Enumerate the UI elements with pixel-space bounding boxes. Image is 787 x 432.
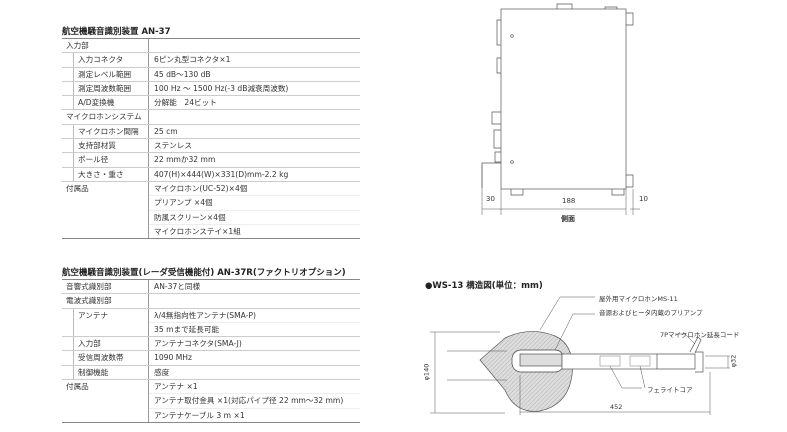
row-value: プリアンプ ×4個 xyxy=(149,195,360,209)
row-values: 407(H)×444(W)×331(D)mm-2.2 kg xyxy=(149,168,360,181)
table-row: 入力コネクタ 6ピン丸型コネクタ×1 xyxy=(62,52,360,67)
row-value: 6ピン丸型コネクタ×1 xyxy=(154,55,231,65)
side-dim-left: 30 xyxy=(486,195,495,203)
row-label: 測定レベル範囲 xyxy=(73,67,149,81)
table-row: 入力部アンテナコネクタ(SMA-J) xyxy=(62,336,360,351)
row-label: 制御機能 xyxy=(73,365,149,380)
row-values: 分解能 24ビット xyxy=(149,96,360,109)
row-label: 電波式識別部 xyxy=(62,294,149,308)
row-value: ステンレス xyxy=(154,141,192,151)
side-dim-right: 10 xyxy=(639,195,648,203)
row-value: 分解能 24ビット xyxy=(154,98,217,108)
table-row: 入力部​ xyxy=(62,39,360,53)
table-row: 電波式識別部​ xyxy=(62,293,360,308)
row-value: 1090 MHz xyxy=(154,353,192,363)
row-label: 入力部 xyxy=(62,39,149,53)
ws13-title: ●WS-13 構造図(単位：mm) xyxy=(425,281,543,291)
table-row: A/D変換機分解能 24ビット xyxy=(62,95,360,110)
row-label: 付属品 xyxy=(62,181,149,239)
row-label: マイクロホンシステム xyxy=(62,110,149,124)
row-values: 100 Hz ～ 1500 Hz(-3 dB減衰周波数) xyxy=(149,82,360,95)
table-row: 測定周波数範囲 100 Hz ～ 1500 Hz(-3 dB減衰周波数) xyxy=(62,80,360,96)
row-values: 1090 MHz xyxy=(149,351,360,364)
side-view-caption: 側面 xyxy=(561,215,575,223)
row-label: 大きさ・重さ xyxy=(73,167,149,181)
table-row: 音響式識別部 AN-37と同様 xyxy=(62,280,360,294)
row-values: AN-37と同様 xyxy=(149,280,360,293)
row-value: 22 mmか32 mm xyxy=(154,155,216,165)
spec-table-an37: 入力部​入力コネクタ 6ピン丸型コネクタ×1 測定レベル範囲 45 dB～130 dB… xyxy=(62,38,360,240)
row-values: λ/4無指向性アンテナ(SMA-P)35 mまで延長可能 xyxy=(149,309,360,337)
row-value: 25 cm xyxy=(154,126,178,136)
row-values: ステンレス xyxy=(149,139,360,152)
row-values: 感度 xyxy=(149,366,360,379)
row-value: 35 mまで延長可能 xyxy=(149,321,360,336)
row-value: 407(H)×444(W)×331(D)mm-2.2 kg xyxy=(154,169,289,179)
row-value: アンテナコネクタ(SMA-J) xyxy=(154,339,242,349)
table-row: 受信周波数帯 1090 MHz xyxy=(62,350,360,365)
dim-diameter-140: φ140 xyxy=(422,363,431,381)
label-extension-cord: 7Pマイクロホン延長コード xyxy=(660,331,740,339)
label-outdoor-mic: 屋外用マイクロホンMS-11 xyxy=(599,295,678,303)
row-value: λ/4無指向性アンテナ(SMA-P) xyxy=(154,310,256,320)
row-value: アンテナ ×1 xyxy=(154,382,198,392)
row-label: 測定周波数範囲 xyxy=(73,81,149,96)
row-value: マイクロホンステイ×1組 xyxy=(149,223,360,238)
row-label: アンテナ xyxy=(73,308,149,337)
row-value: アンテナケーブル 3 m ×1 xyxy=(149,407,360,422)
table-row: 支持部材質ステンレス xyxy=(62,138,360,153)
row-label: 受信周波数帯 xyxy=(73,351,149,365)
label-preamp: 音源およびヒータ内蔵のプリアンプ xyxy=(599,309,703,317)
row-label: 付属品 xyxy=(62,380,149,422)
table-row: 制御機能感度 xyxy=(62,364,360,380)
table-row: 付属品マイクロホン(UC-52)×4個プリアンプ ×4個防風スクリーン×4個マイ… xyxy=(62,180,360,239)
row-label: 入力コネクタ xyxy=(73,53,149,67)
table-row: 測定レベル範囲 45 dB～130 dB xyxy=(62,66,360,81)
side-dim-main: 188 xyxy=(562,197,576,205)
row-label: 入力部 xyxy=(73,337,149,351)
row-values: マイクロホン(UC-52)×4個プリアンプ ×4個防風スクリーン×4個マイクロホ… xyxy=(149,182,360,238)
row-values: 45 dB～130 dB xyxy=(149,68,360,81)
row-value: 45 dB～130 dB xyxy=(154,69,211,79)
row-values: アンテナコネクタ(SMA-J) xyxy=(149,337,360,350)
row-value: 防風スクリーン×4個 xyxy=(149,209,360,224)
table-row: マイクロホン間隔 25 cm xyxy=(62,123,360,139)
row-value: AN-37と同様 xyxy=(154,282,201,291)
row-value: マイクロホン(UC-52)×4個 xyxy=(154,183,248,193)
row-label: A/D変換機 xyxy=(73,96,149,110)
row-value: アンテナ取付金具 ×1(対応パイプ径 22 mm～32 mm) xyxy=(149,393,360,407)
table-row: 大きさ・重さ 407(H)×444(W)×331(D)mm-2.2 kg xyxy=(62,166,360,181)
row-values: 22 mmか32 mm xyxy=(149,153,360,166)
label-ferrite-core: フェライトコア xyxy=(647,386,693,394)
row-label: 支持部材質 xyxy=(73,139,149,153)
row-value: 感度 xyxy=(154,367,170,377)
row-label: 音響式識別部 xyxy=(62,280,149,294)
dim-diameter-32: φ32 xyxy=(729,354,738,368)
table-row: マイクロホンシステム​ xyxy=(62,109,360,124)
table1-title: 航空機騒音識別装置 AN-37 xyxy=(62,27,171,37)
row-values: 6ピン丸型コネクタ×1 xyxy=(149,53,360,66)
table-row: ポール径 22 mmか32 mm xyxy=(62,152,360,167)
dim-length-452: 452 xyxy=(610,403,623,411)
row-label: マイクロホン間隔 xyxy=(73,124,149,139)
row-value: 100 Hz ～ 1500 Hz(-3 dB減衰周波数) xyxy=(154,83,289,93)
table2-title: 航空機騒音識別装置(レーダ受信機能付) AN-37R(ファクトリオプション) xyxy=(62,268,346,278)
spec-table-an37r: 音響式識別部AN-37と同様電波式識別部​アンテナλ/4無指向性アンテナ(SMA… xyxy=(62,279,360,423)
row-label: ポール径 xyxy=(73,153,149,167)
row-values: 25 cm xyxy=(149,125,360,138)
